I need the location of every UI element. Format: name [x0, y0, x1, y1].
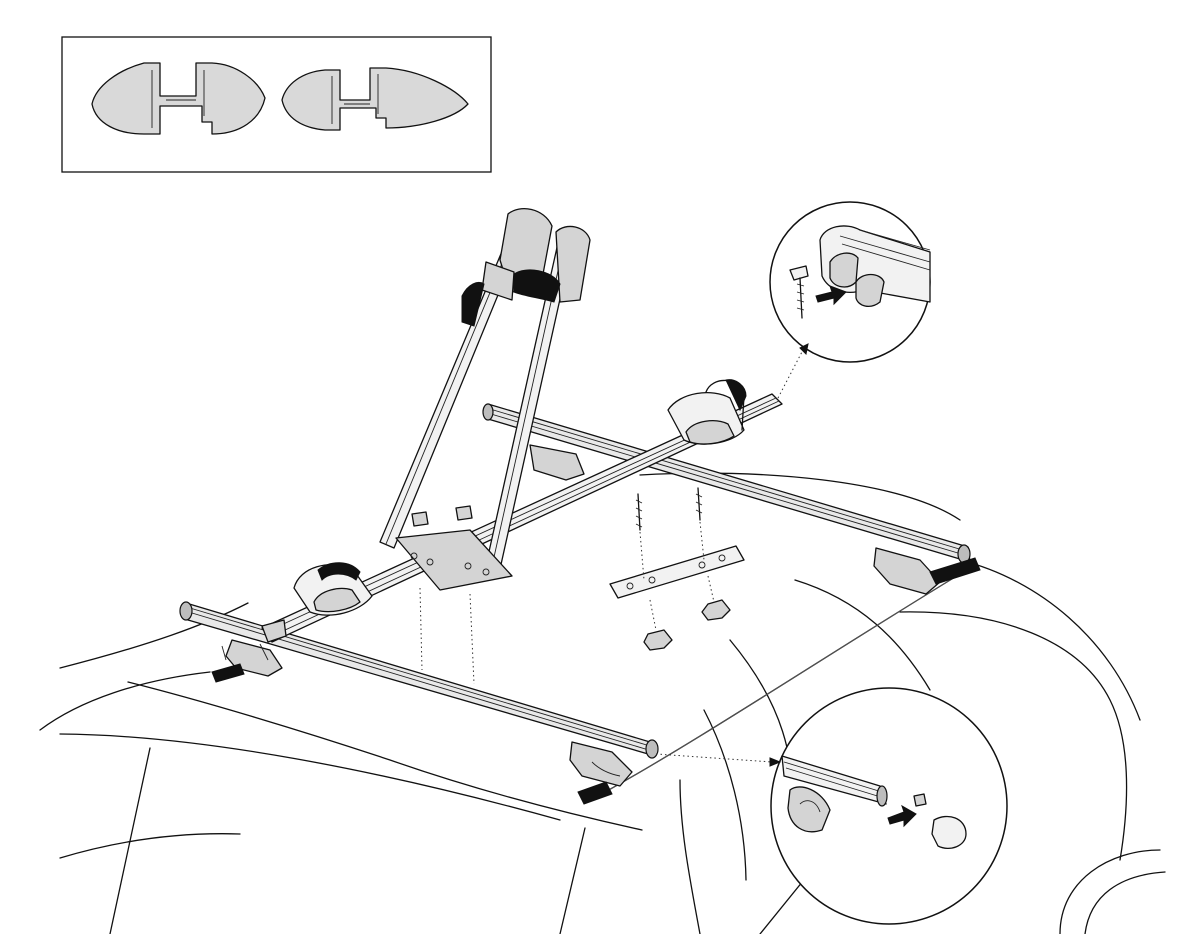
- front-crossbar: [179, 601, 659, 805]
- t-bolt-arrow-icon: [815, 285, 847, 306]
- mounting-plate: [609, 545, 745, 599]
- profile-b-outline: [281, 67, 469, 131]
- front-wheel-tray: [293, 562, 373, 616]
- end-cap-arrow-icon: [887, 804, 917, 828]
- rear-crossbar: [482, 403, 981, 595]
- rear-wheel-tray: [667, 379, 747, 445]
- knob-nut-1: [643, 629, 673, 651]
- profile-cross-section-inset: [61, 36, 492, 173]
- frame-holder-arm: [379, 208, 591, 591]
- car-body: [39, 472, 1166, 934]
- knob-nut-2: [701, 599, 731, 621]
- profile-a-outline: [91, 62, 266, 135]
- end-cap-detail-circle: [655, 687, 1008, 925]
- t-bolt-detail-circle: [769, 201, 931, 399]
- mounting-hardware: [419, 487, 745, 685]
- end-cap: [931, 815, 967, 849]
